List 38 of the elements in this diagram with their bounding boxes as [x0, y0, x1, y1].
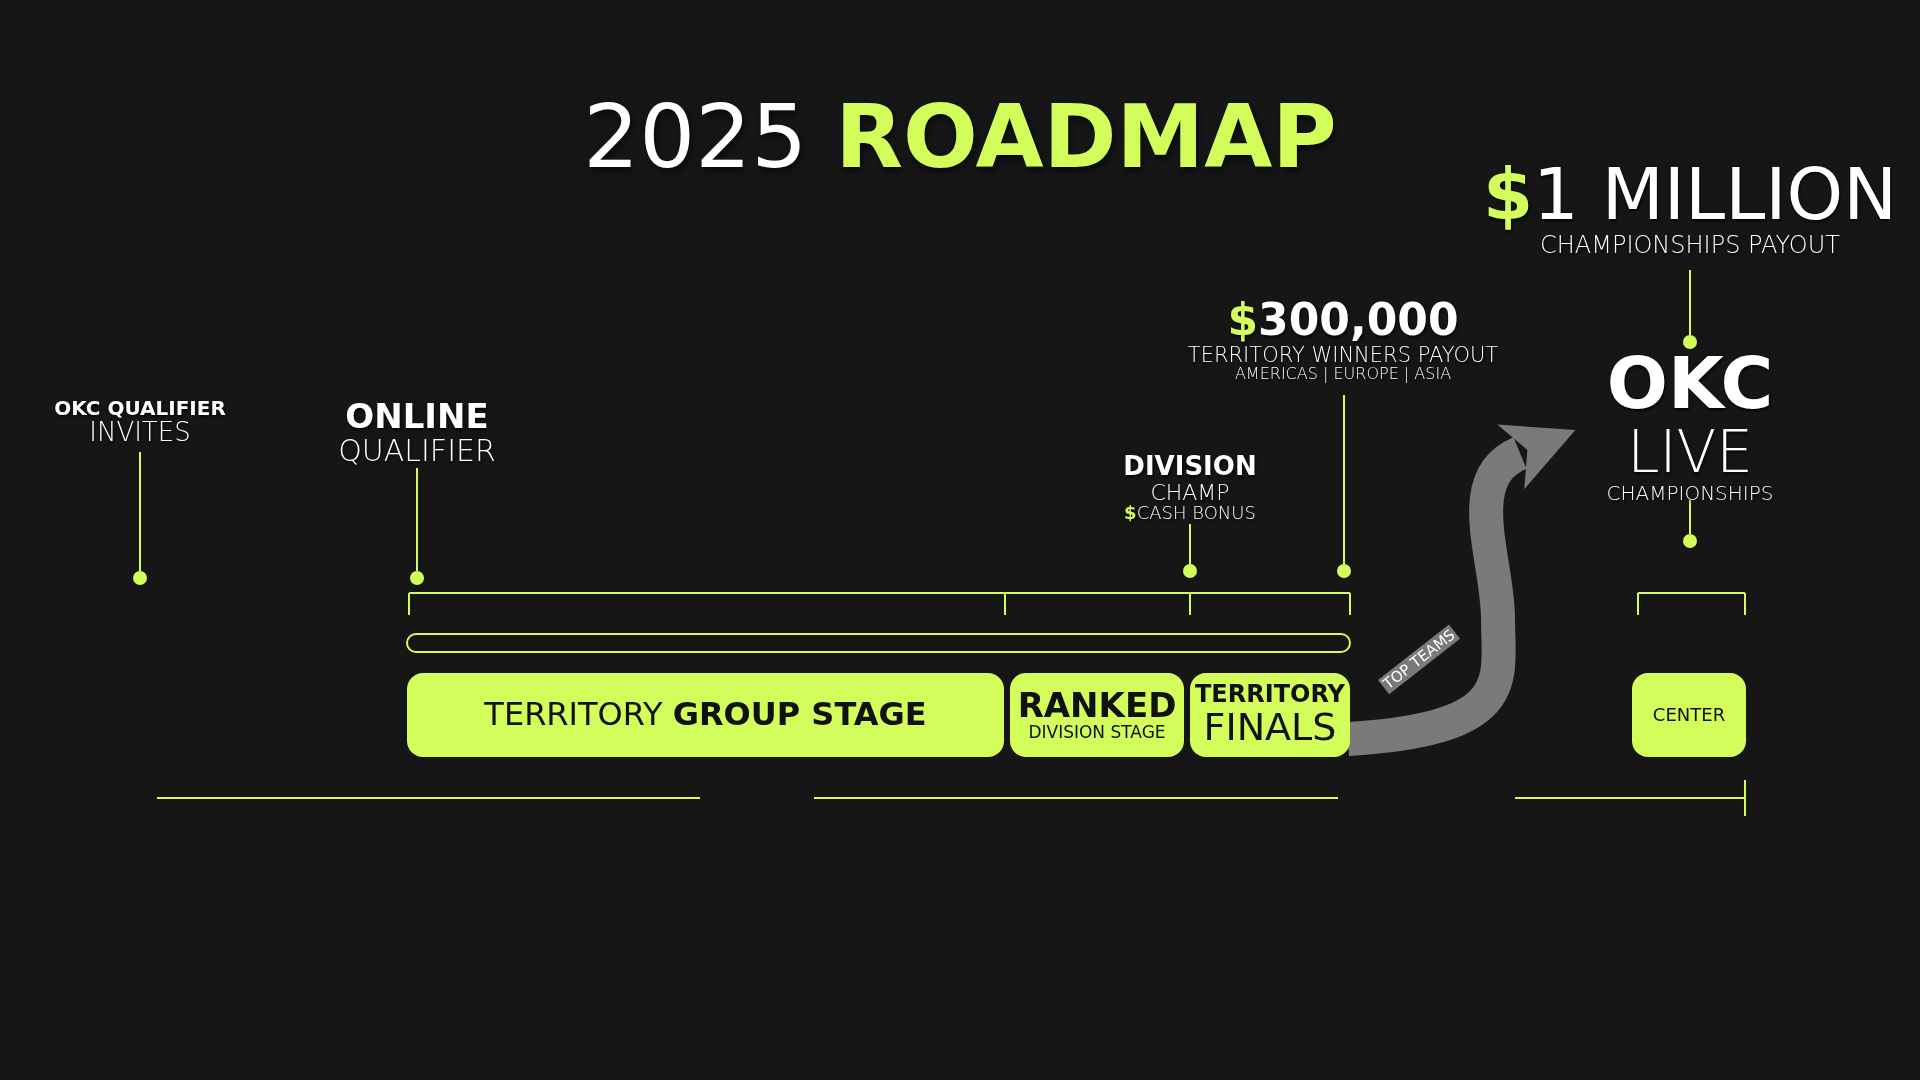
stage-label: FINALS — [1203, 707, 1337, 748]
leader-line — [139, 451, 141, 572]
prize-label: $1 MILLION — [1482, 157, 1898, 233]
milestone-label: $CASH BONUS — [1124, 503, 1256, 523]
leader-line — [1343, 394, 1345, 565]
curved-arrow — [1346, 423, 1573, 756]
leader-line — [416, 467, 418, 572]
stage-box — [1190, 673, 1350, 757]
milestone-label: ONLINE — [345, 399, 489, 436]
timeline-dot — [1337, 564, 1351, 578]
timeline-dot — [410, 571, 424, 585]
stage-box — [1632, 673, 1746, 757]
timeline-dot — [1183, 564, 1197, 578]
prize-label: AMERICAS | EUROPE | ASIA — [1234, 365, 1452, 383]
stage-label: TERRITORY GROUP STAGE — [484, 698, 927, 732]
venue-label: CENTER — [1652, 705, 1726, 725]
stage-box — [407, 673, 1004, 757]
timeline-dot — [133, 571, 147, 585]
event-label: LIVE — [1627, 421, 1753, 483]
title: 2025 ROADMAP — [582, 85, 1338, 188]
stage-box — [1010, 673, 1184, 757]
milestone-label: OKC QUALIFIER — [54, 397, 226, 419]
event-label: OKC — [1606, 346, 1774, 422]
milestone-label: DIVISION — [1123, 453, 1257, 481]
stage-label: TERRITORY — [1195, 682, 1345, 708]
prize-label: TERRITORY WINNERS PAYOUT — [1187, 343, 1499, 366]
stage-label: RANKED — [1017, 688, 1177, 724]
milestone-label: INVITES — [89, 418, 191, 447]
timeline-dot — [1683, 534, 1697, 548]
leader-line — [1689, 269, 1691, 336]
milestone-label: CHAMP — [1150, 480, 1230, 504]
stage-label: DIVISION STAGE — [1028, 723, 1166, 742]
event-label: CHAMPIONSHIPS — [1606, 482, 1774, 504]
timeline-dot — [1683, 335, 1697, 349]
prize-label: CHAMPIONSHIPS PAYOUT — [1540, 232, 1840, 258]
milestone-label: QUALIFIER — [338, 435, 496, 467]
leader-line — [1189, 523, 1191, 565]
prize-label: $300,000 — [1227, 297, 1459, 344]
